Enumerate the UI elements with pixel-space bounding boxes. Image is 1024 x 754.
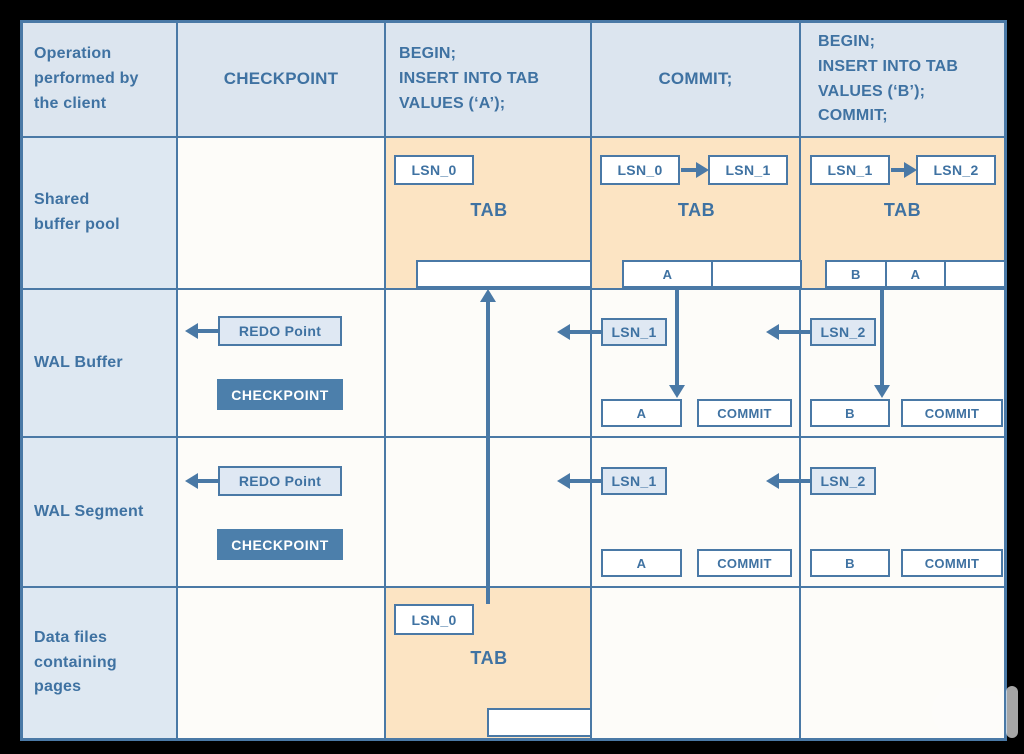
commit-record-box: COMMIT xyxy=(697,549,792,577)
row-label-shared-buffer-pool: Shared buffer pool xyxy=(23,138,178,290)
lsn-label: LSN_1 xyxy=(725,162,771,178)
grid-cell xyxy=(178,588,386,738)
page-slot-b: B xyxy=(850,266,861,282)
grid-cell xyxy=(178,290,386,438)
header-cell-insert-b-commit: BEGIN; INSERT INTO TAB VALUES (‘B’); COM… xyxy=(801,23,1004,138)
page-slot-empty xyxy=(489,710,590,735)
header-cell-checkpoint: CHECKPOINT xyxy=(178,23,386,138)
lsn-label: LSN_0 xyxy=(411,162,457,178)
grid-cell xyxy=(178,438,386,588)
redo-point-arrow xyxy=(185,323,218,339)
lsn-writeback-arrow xyxy=(557,324,601,340)
redo-point-box: REDO Point xyxy=(218,466,342,496)
lsn-advance-arrow xyxy=(891,162,917,178)
header-cell-commit: COMMIT; xyxy=(592,23,801,138)
wal-record-b-box: B xyxy=(810,549,890,577)
lsn-box: LSN_1 xyxy=(810,155,890,185)
header-insert-b-text: BEGIN; INSERT INTO TAB VALUES (‘B’); COM… xyxy=(818,32,959,125)
page-slot-empty xyxy=(944,262,1004,286)
commit-record-box: COMMIT xyxy=(697,399,792,427)
buffer-page-box: B A xyxy=(825,260,1006,288)
grid-cell xyxy=(178,138,386,290)
row-label-text: Shared buffer pool xyxy=(34,191,120,233)
tab-table-label: TAB xyxy=(470,648,508,668)
row-label-data-files: Data files containing pages xyxy=(23,588,178,738)
buffer-page-box: A xyxy=(622,260,802,288)
lsn-box: LSN_0 xyxy=(600,155,680,185)
tab-table-label: TAB xyxy=(470,200,508,220)
wal-write-arrow xyxy=(669,288,685,398)
lsn-box: LSN_1 xyxy=(601,318,667,346)
lsn-box: LSN_1 xyxy=(601,467,667,495)
redo-point-arrow xyxy=(185,473,218,489)
page-slot-empty xyxy=(711,262,800,286)
page-slot-a: A xyxy=(662,266,673,282)
header-insert-a-text: BEGIN; INSERT INTO TAB VALUES (‘A’); xyxy=(399,45,540,112)
row-label-wal-segment: WAL Segment xyxy=(23,438,178,588)
wal-record-b-box: B xyxy=(810,399,890,427)
lsn-writeback-arrow xyxy=(557,473,601,489)
lsn-label: LSN_2 xyxy=(933,162,979,178)
header-cell-operation: Operation performed by the client xyxy=(23,23,178,138)
checkpoint-record-box: CHECKPOINT xyxy=(217,379,343,410)
row-label-wal-buffer: WAL Buffer xyxy=(23,290,178,438)
wal-record-a-box: A xyxy=(601,549,682,577)
lsn-label: LSN_0 xyxy=(617,162,663,178)
lsn-box: LSN_0 xyxy=(394,604,474,635)
lsn-box: LSN_2 xyxy=(810,318,876,346)
header-operation-text: Operation performed by the client xyxy=(34,45,139,112)
commit-record-box: COMMIT xyxy=(901,549,1003,577)
row-label-text: WAL Buffer xyxy=(34,353,123,371)
tab-table-label: TAB xyxy=(883,200,922,220)
row-label-text: Data files containing pages xyxy=(34,628,117,696)
page-slot-a: A xyxy=(884,262,945,286)
wal-record-a-box: A xyxy=(601,399,682,427)
lsn-writeback-arrow xyxy=(766,473,810,489)
page-read-arrow xyxy=(480,289,496,608)
lsn-label: LSN_0 xyxy=(411,611,457,628)
grid-cell xyxy=(592,588,801,738)
watermark-artifact xyxy=(1006,686,1018,738)
lsn-box: LSN_0 xyxy=(394,155,474,185)
row-label-text: WAL Segment xyxy=(34,502,144,520)
lsn-box: LSN_2 xyxy=(810,467,876,495)
header-checkpoint-text: CHECKPOINT xyxy=(223,69,339,89)
lsn-writeback-arrow xyxy=(766,324,810,340)
redo-point-box: REDO Point xyxy=(218,316,342,346)
header-commit-text: COMMIT; xyxy=(658,69,733,89)
lsn-box: LSN_1 xyxy=(708,155,788,185)
wal-write-arrow xyxy=(874,288,890,398)
page-slot-empty xyxy=(418,262,590,286)
commit-record-box: COMMIT xyxy=(901,399,1003,427)
header-cell-insert-a: BEGIN; INSERT INTO TAB VALUES (‘A’); xyxy=(386,23,592,138)
tab-table-label: TAB xyxy=(677,200,716,220)
checkpoint-record-box: CHECKPOINT xyxy=(217,529,343,560)
lsn-box: LSN_2 xyxy=(916,155,996,185)
lsn-label: LSN_1 xyxy=(827,162,873,178)
buffer-page-box xyxy=(416,260,592,288)
grid-cell xyxy=(801,588,1004,738)
lsn-advance-arrow xyxy=(681,162,709,178)
datafile-page-box xyxy=(487,708,592,737)
